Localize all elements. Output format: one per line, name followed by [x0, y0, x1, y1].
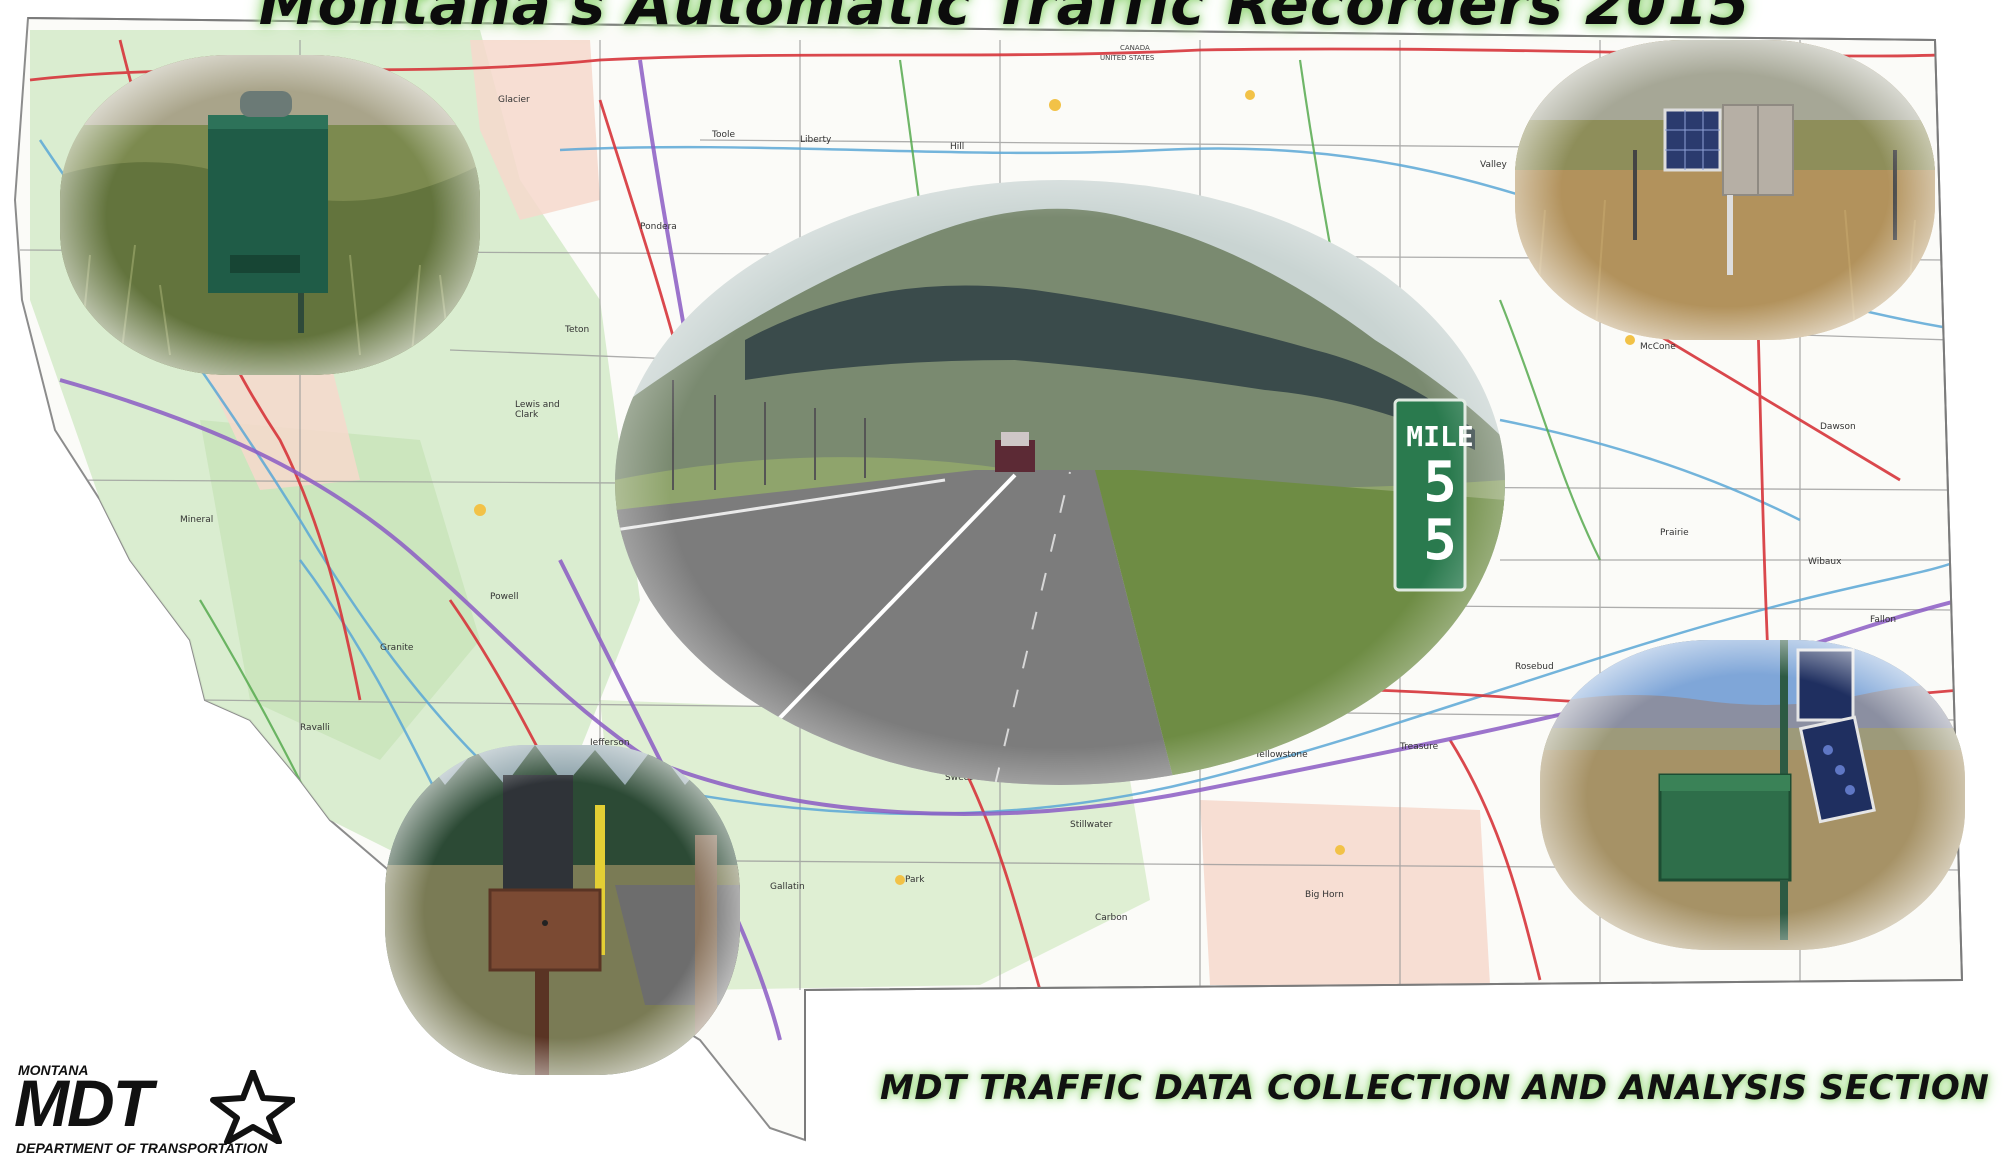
poster-title: Montana's Automatic Traffic Recorders 20…	[258, 0, 1751, 38]
map-label: Dawson	[1820, 422, 1856, 432]
map-label: Jefferson	[590, 738, 630, 748]
map-label: Ravalli	[300, 723, 330, 733]
map-label: Rosebud	[1515, 662, 1554, 672]
logo-state: MONTANA	[18, 1062, 89, 1078]
map-label: Hill	[950, 142, 965, 152]
photo-highway-mountain: MILE 5 5	[615, 180, 1505, 785]
photo-solar-cabinet-field	[1515, 40, 1935, 340]
map-label: Fallon	[1870, 615, 1897, 625]
map-label: Pondera	[640, 222, 677, 232]
mile-marker-line1: MILE	[1406, 420, 1474, 453]
map-label: Teton	[565, 325, 590, 335]
map-label: Treasure	[1400, 742, 1439, 752]
map-label: Lewis and Clark	[515, 400, 560, 420]
mdt-logo: MONTANA MDT DEPARTMENT OF TRANSPORTATION	[14, 1062, 299, 1158]
photo-green-cabinet-solar	[1540, 640, 1965, 950]
map-label: Granite	[380, 643, 414, 653]
logo-department: DEPARTMENT OF TRANSPORTATION	[16, 1140, 268, 1156]
map-label: Gallatin	[770, 882, 805, 892]
map-label: Wibaux	[1808, 557, 1842, 567]
photo-brown-box-roadside	[385, 745, 740, 1075]
mile-marker-line3: 5	[1423, 508, 1457, 573]
logo-letters: MDT	[14, 1066, 153, 1140]
mile-marker-line2: 5	[1423, 450, 1457, 515]
mile-marker-sign: MILE 5 5	[1405, 406, 1475, 596]
map-label: Big Horn	[1305, 890, 1344, 900]
map-label: Carbon	[1095, 913, 1128, 923]
map-label: Park	[905, 875, 925, 885]
map-label: McCone	[1640, 342, 1676, 352]
photo-green-cabinet-grass	[60, 55, 480, 375]
map-label: UNITED STATES	[1100, 54, 1155, 62]
map-label: Mineral	[180, 515, 214, 525]
map-label: Toole	[712, 130, 736, 140]
map-label: Liberty	[800, 135, 832, 145]
map-label: Stillwater	[1070, 820, 1113, 830]
map-label: Valley	[1480, 160, 1507, 170]
map-label: Powell	[490, 592, 519, 602]
section-caption: MDT TRAFFIC DATA COLLECTION AND ANALYSIS…	[880, 1068, 1990, 1108]
map-label: Glacier	[498, 95, 530, 105]
star-icon	[210, 1070, 295, 1144]
map-label: CANADA	[1120, 44, 1150, 52]
map-label: Prairie	[1660, 528, 1689, 538]
